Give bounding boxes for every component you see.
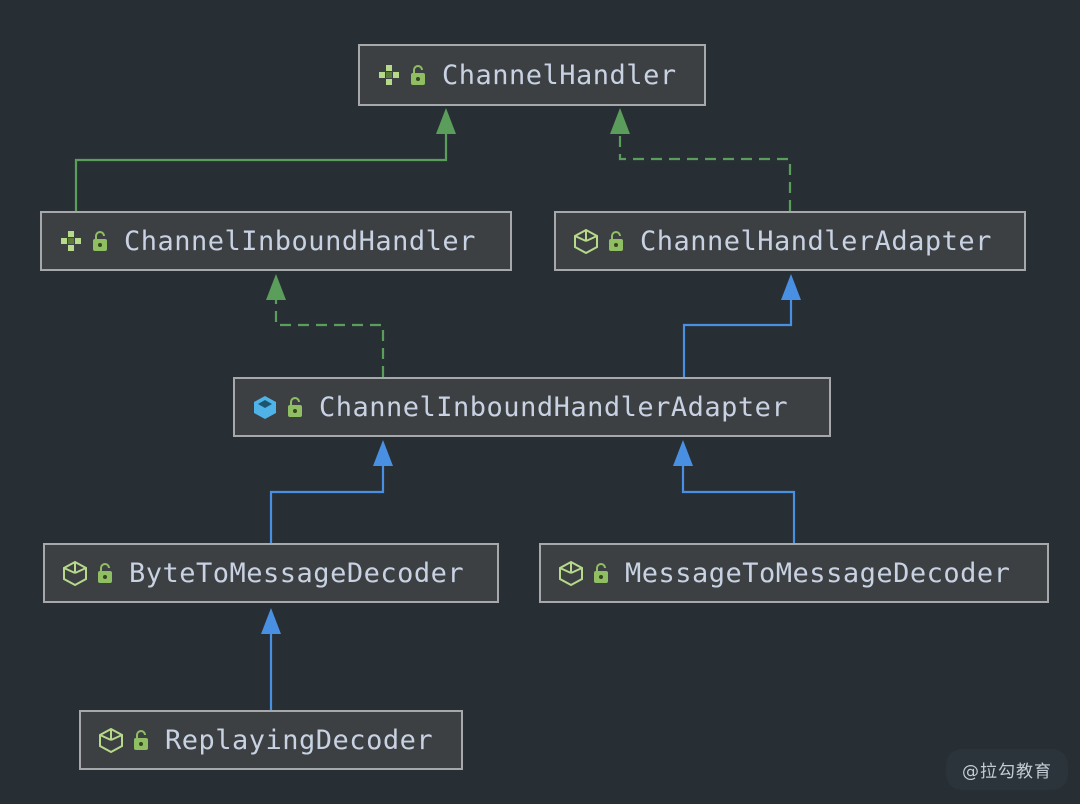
unlocked-padlock-icon: [411, 65, 425, 85]
edge-replaying-to-byte-decoder: [261, 608, 281, 710]
class-cube-icon: [574, 228, 598, 255]
class-node-byte-to-message-decoder[interactable]: ByteToMessageDecoder: [43, 543, 499, 603]
watermark-badge: @拉勾教育: [946, 749, 1068, 790]
class-cube-icon: [99, 727, 123, 754]
class-node-message-to-message-decoder[interactable]: MessageToMessageDecoder: [539, 543, 1049, 603]
node-icons: [97, 726, 165, 754]
class-node-channel-inbound-handler-adapter[interactable]: ChannelInboundHandlerAdapter: [233, 377, 831, 437]
edge-inbound-adapter-to-inbound: [266, 274, 385, 377]
class-name-label: ByteToMessageDecoder: [129, 557, 465, 589]
unlocked-padlock-icon: [609, 231, 623, 251]
class-name-label: ChannelHandlerAdapter: [640, 225, 992, 257]
class-cube-icon: [63, 560, 87, 587]
node-icons: [61, 559, 129, 587]
interface-icon: [379, 65, 399, 85]
class-cube-icon-filled: [254, 396, 276, 419]
class-name-label: MessageToMessageDecoder: [625, 557, 1011, 589]
class-node-channel-handler-adapter[interactable]: ChannelHandlerAdapter: [554, 211, 1026, 271]
class-name-label: ChannelInboundHandler: [124, 225, 476, 257]
class-node-channel-inbound-handler[interactable]: ChannelInboundHandler: [40, 211, 512, 271]
edge-inbound-to-handler: [74, 108, 456, 211]
class-name-label: ChannelInboundHandlerAdapter: [319, 391, 789, 423]
class-name-label: ReplayingDecoder: [165, 724, 434, 756]
unlocked-padlock-icon: [93, 231, 107, 251]
edge-inbound-adapter-to-adapter: [682, 274, 801, 377]
node-icons: [376, 62, 442, 88]
node-icons: [58, 228, 124, 254]
class-name-label: ChannelHandler: [442, 59, 677, 91]
node-icons: [572, 227, 640, 255]
node-icons: [251, 393, 319, 421]
unlocked-padlock-icon: [594, 563, 608, 583]
unlocked-padlock-icon: [134, 730, 148, 750]
class-node-replaying-decoder[interactable]: ReplayingDecoder: [79, 710, 463, 770]
interface-icon: [61, 231, 81, 251]
unlocked-padlock-icon: [288, 397, 302, 417]
node-icons: [557, 559, 625, 587]
class-node-channel-handler[interactable]: ChannelHandler: [358, 44, 706, 106]
edge-adapter-to-handler: [610, 108, 792, 211]
edge-message-decoder-to-inbound-adapter: [673, 440, 796, 543]
edge-byte-decoder-to-inbound-adapter: [269, 440, 393, 543]
class-cube-icon: [559, 560, 583, 587]
unlocked-padlock-icon: [98, 563, 112, 583]
